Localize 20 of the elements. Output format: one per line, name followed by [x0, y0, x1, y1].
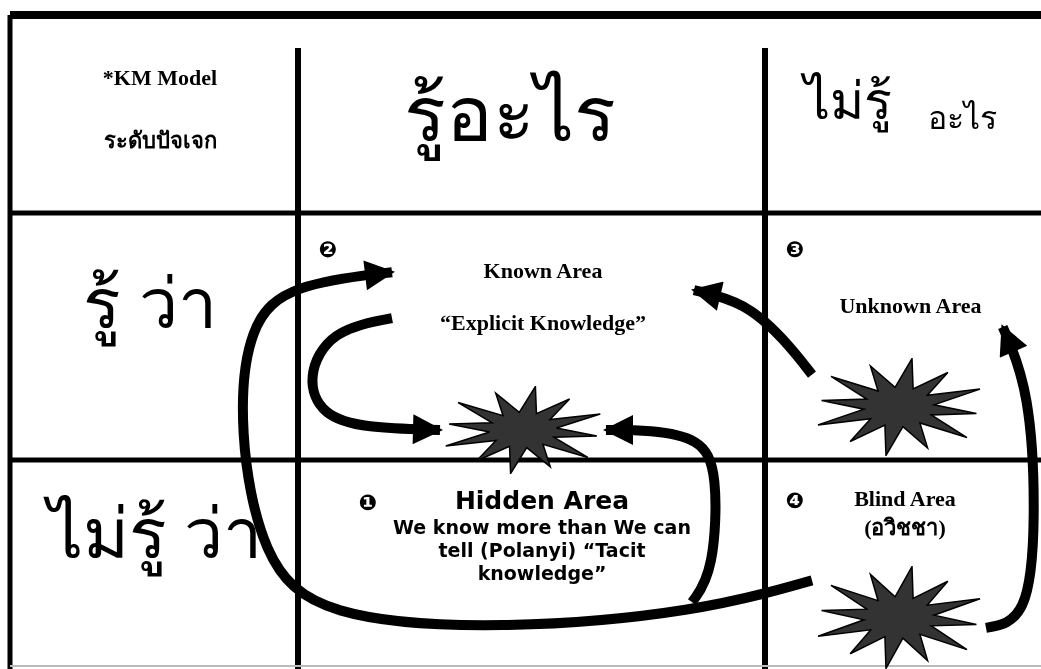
number-marker: ❹: [784, 488, 806, 514]
curved-arrow: [237, 260, 814, 631]
area-description: We know more than We can tell (Polanyi) “Tacit knowledge”: [392, 516, 692, 585]
column-header: ไม่รู้: [785, 72, 910, 132]
area-title: Unknown Area: [838, 293, 983, 320]
curved-arrow: [603, 415, 721, 606]
row-header: รู้ ว่า: [30, 265, 270, 346]
curved-arrow: [307, 313, 443, 445]
area-description: “Explicit Knowledge”: [439, 310, 647, 337]
area-title: Known Area: [482, 258, 604, 285]
column-header: รู้อะไร: [380, 70, 640, 160]
row-header: ไม่รู้ ว่า: [25, 495, 285, 576]
area-title: Hidden Area: [453, 486, 631, 516]
number-marker: ❷: [317, 237, 339, 263]
heading-text: ระดับปัจเจก: [102, 128, 218, 154]
number-marker: ❶: [357, 490, 379, 516]
heading-text: *KM Model: [101, 65, 219, 91]
number-marker: ❸: [784, 237, 806, 263]
area-title: Blind Area (อวิชชา): [853, 485, 957, 542]
column-header: อะไร: [927, 100, 998, 137]
